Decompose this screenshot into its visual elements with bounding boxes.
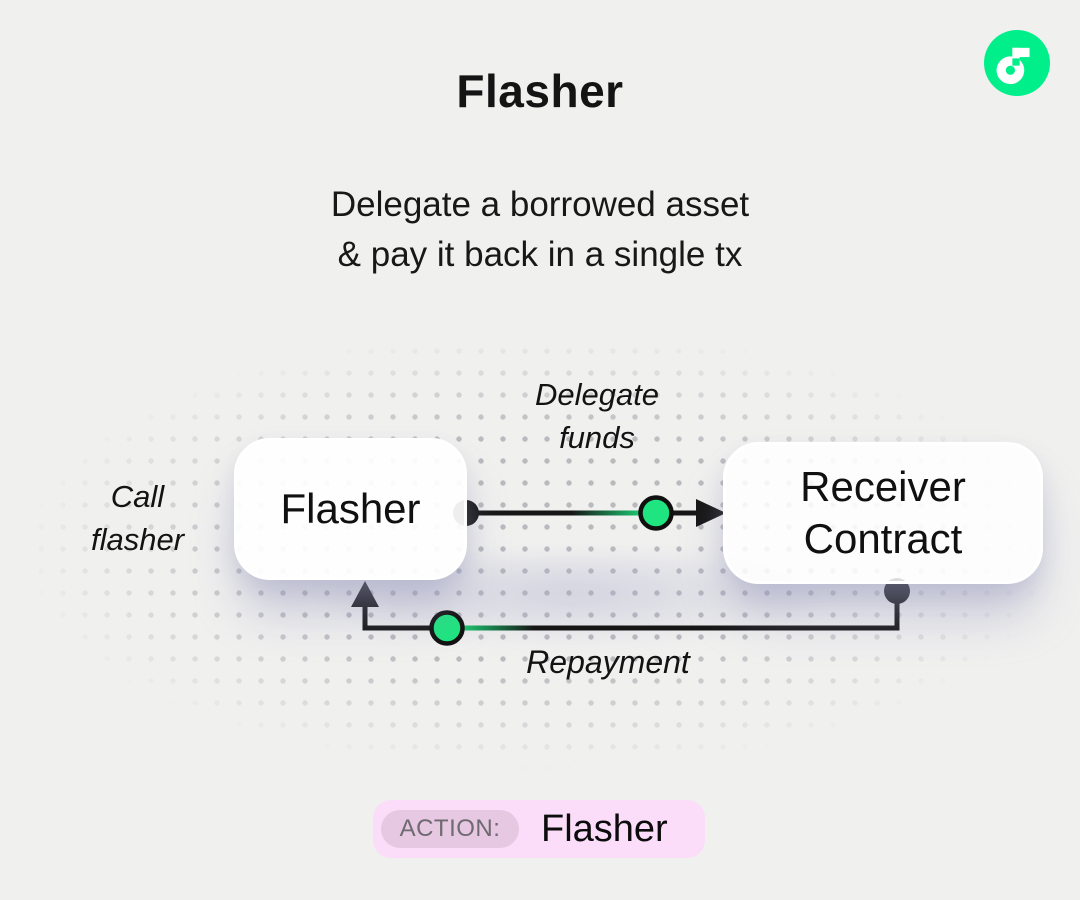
page-title: Flasher bbox=[456, 65, 624, 117]
node-receiver-contract: Receiver Contract bbox=[723, 442, 1043, 584]
action-badge: ACTION: Flasher bbox=[373, 800, 705, 858]
subtitle-line-2: & pay it back in a single tx bbox=[337, 235, 743, 275]
edge-label-call-flasher: Call flasher bbox=[90, 479, 185, 557]
edge-label-repayment: Repayment bbox=[526, 644, 690, 680]
node-flasher-label: Flasher bbox=[280, 484, 421, 532]
edge-label-delegate-funds: Delegate funds bbox=[534, 377, 660, 455]
node-receiver-label: Receiver Contract bbox=[800, 462, 966, 563]
subtitle-line-1: Delegate a borrowed asset bbox=[330, 185, 750, 224]
node-flasher: Flasher bbox=[234, 438, 467, 580]
action-badge-value: Flasher bbox=[541, 807, 668, 850]
page-subtitle: Delegate a borrowed asset & pay it back … bbox=[0, 180, 1080, 281]
flow-logo-icon bbox=[984, 30, 1050, 96]
action-badge-key: ACTION: bbox=[381, 810, 519, 848]
